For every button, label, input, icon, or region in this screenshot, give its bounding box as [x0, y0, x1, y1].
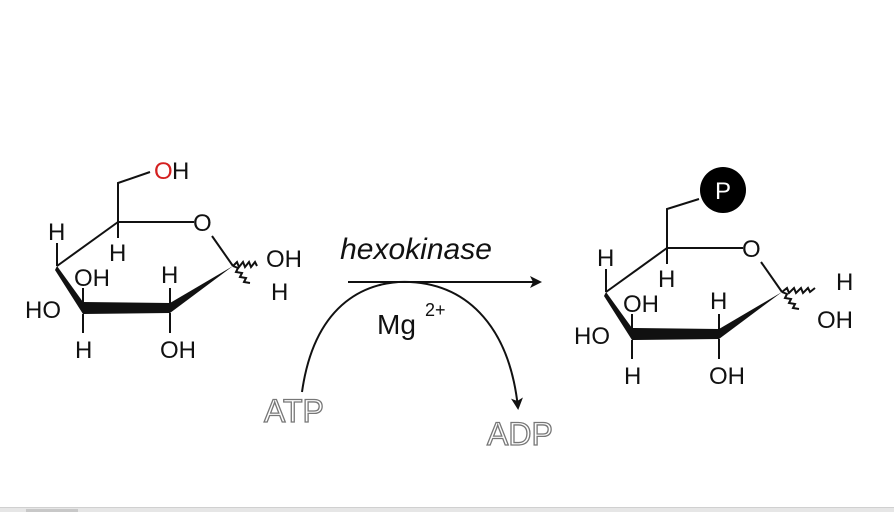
c1-oh-label: OH [266, 246, 302, 273]
c3-h-label: H [624, 363, 641, 390]
c6-hydrogen-label: H [172, 158, 189, 185]
c1-h-label: H [836, 269, 853, 296]
c6-oxygen-label: O [154, 158, 173, 185]
c2-oh-label: OH [160, 337, 196, 364]
c2-h-label: H [161, 262, 178, 289]
adp-label: ADP [487, 416, 553, 452]
cofactor-label: Mg [377, 309, 416, 340]
c4-ho-label: HO [574, 323, 610, 350]
atp-label: ATP [264, 393, 324, 429]
c2-oh-label: OH [709, 363, 745, 390]
c4-h-label: H [597, 245, 614, 272]
c2-h-label: H [710, 288, 727, 315]
c5-h-label: H [658, 266, 675, 293]
enzyme-label: hexokinase [340, 233, 492, 266]
c3-h-label: H [75, 337, 92, 364]
cofactor-charge: 2+ [425, 300, 446, 320]
ring-oxygen-label: O [193, 210, 212, 237]
scrollbar-thumb[interactable] [26, 509, 78, 512]
glucose-molecule: O H O H H HO OH H H OH OH H [25, 158, 302, 364]
reaction-arrows: hexokinase Mg 2+ ATP ADP [263, 233, 553, 453]
ring-oxygen-label: O [742, 236, 761, 263]
atp-adp-curved-arrow [301, 280, 523, 410]
c1-oh-label: OH [817, 307, 853, 334]
c4-h-label: H [48, 219, 65, 246]
phosphate-circle [700, 167, 746, 213]
c4-ho-label: HO [25, 297, 61, 324]
horizontal-scrollbar[interactable] [0, 507, 894, 512]
c5-h-label: H [109, 240, 126, 267]
c3-oh-label: OH [74, 265, 110, 292]
glucose-6-phosphate-molecule: P O H H HO OH H H OH H OH [574, 167, 853, 390]
phosphate-label: P [715, 178, 731, 205]
c3-oh-label: OH [623, 291, 659, 318]
c1-h-label: H [271, 279, 288, 306]
